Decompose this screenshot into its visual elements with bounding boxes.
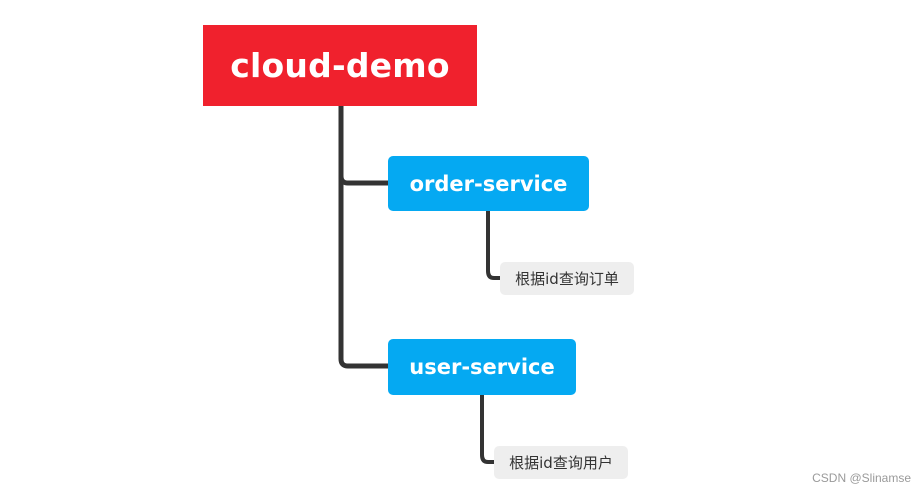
order-leaf-line [486, 209, 502, 280]
watermark-text: CSDN @Slinamse [812, 471, 911, 485]
query-order-label: 根据id查询订单 [515, 270, 619, 288]
user-leaf-line [480, 393, 496, 464]
user-service-label: user-service [409, 355, 555, 379]
root-trunk-line [338, 103, 391, 369]
service-node-user-service[interactable]: user-service [388, 339, 576, 395]
order-service-label: order-service [409, 171, 568, 196]
leaf-node-query-user[interactable]: 根据id查询用户 [494, 446, 628, 479]
root-node-cloud-demo[interactable]: cloud-demo [203, 25, 477, 106]
leaf-node-query-order[interactable]: 根据id查询订单 [500, 262, 634, 295]
service-node-order-service[interactable]: order-service [388, 156, 589, 211]
query-user-label: 根据id查询用户 [509, 454, 613, 472]
order-service-branch-line [338, 173, 391, 186]
root-node-label: cloud-demo [230, 46, 450, 85]
